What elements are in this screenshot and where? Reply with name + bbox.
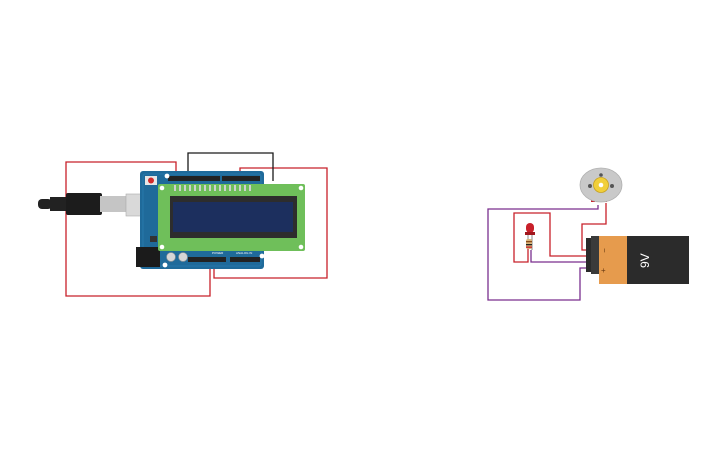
wire-red-left-loop[interactable] — [65, 161, 211, 297]
resistor-icon[interactable] — [526, 239, 532, 249]
battery-voltage-label: 9V — [638, 253, 652, 268]
battery-icon[interactable]: − + 9V — [586, 236, 689, 284]
usb-cable-icon — [38, 193, 157, 217]
wire-black[interactable] — [187, 152, 274, 181]
wire-red-right-loop[interactable] — [213, 167, 328, 279]
motor-icon[interactable] — [579, 167, 623, 203]
power-header-label: POWER — [212, 251, 224, 255]
battery-minus-label: − — [600, 248, 609, 253]
lcd-pins — [174, 185, 251, 191]
lcd-module[interactable] — [158, 184, 305, 251]
lcd-screen — [173, 202, 293, 232]
wire-purple-led[interactable] — [530, 250, 588, 263]
battery-plus-label: + — [601, 266, 606, 275]
arduino-circuit: POWER ANALOG IN — [38, 152, 328, 297]
motor-led-circuit: − + 9V — [487, 167, 689, 301]
wire-red-led[interactable] — [513, 212, 588, 263]
wire-red-motor[interactable] — [581, 203, 607, 251]
wire-purple-outer[interactable] — [487, 205, 599, 301]
analog-header-label: ANALOG IN — [236, 251, 252, 255]
